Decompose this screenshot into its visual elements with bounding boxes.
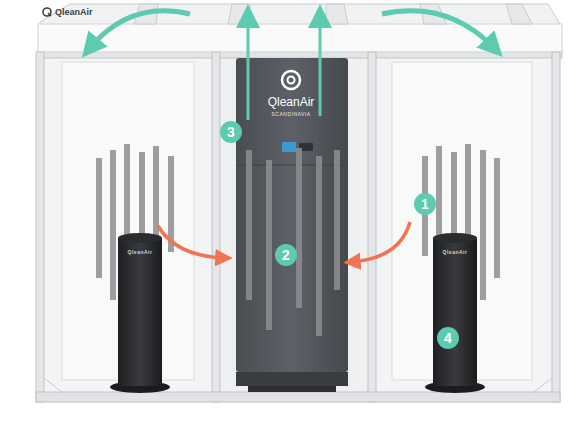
cabin-frame [36,392,560,402]
callout-number: 4 [437,327,459,349]
ashtray-pillars [110,233,485,393]
smoke-strips [334,150,340,290]
cabin-frame [42,56,214,394]
top-logo-icon [48,13,51,16]
unit-brand: QleanAir [268,95,315,109]
callout-text: 2 [282,247,290,263]
air-purifier-unit [248,386,336,392]
smoke-strips [266,160,272,330]
flow-arrows [158,226,224,258]
flow-arrows [90,11,190,48]
air-purifier-unit [282,71,300,89]
flow-arrows [90,11,494,262]
air-purifier-unit [288,77,295,84]
air-purifier-unit [236,165,348,166]
air-purifier-unit [236,58,348,392]
callout-text: 1 [421,196,429,212]
ashtray-pillars [433,238,477,386]
cabin-frame [36,52,44,402]
smoke-strips [246,150,252,300]
cabin-frame [534,378,552,392]
smoke-strips [110,150,116,300]
unit-subbrand: SCANDINAVIA [271,111,310,117]
cabin-frame [368,52,376,402]
cabin-frame [552,52,560,402]
ashtray-pillars [118,233,162,243]
smoke-strips [422,156,428,256]
brand-logo: QleanAir [55,7,93,17]
cabin-frame [134,4,532,24]
top-logo-icon [43,8,51,16]
cabin-frame [212,52,220,402]
cabin-frame [44,378,62,392]
cabin-frame [326,4,348,24]
cabin-frame [506,4,532,24]
cabin-frame [218,56,370,394]
flow-arrows [352,222,410,262]
smoke-strips [296,148,302,308]
air-purifier-unit [282,142,296,152]
callout-text: 3 [227,124,235,140]
flow-arrows [319,16,322,116]
callout-number: 2 [275,244,297,266]
smoke-strips [316,156,322,336]
smoke-strips [480,150,486,300]
smoke-strips [465,144,471,244]
ashtray-pillars [118,238,162,386]
smoke-strips [494,158,500,278]
cabin-frame [36,4,562,402]
pillar-brand: QleanAir [443,249,468,255]
pillar-brand: QleanAir [128,249,153,255]
cabin-frame [374,56,552,394]
flow-arrows [247,16,250,120]
air-purifier-unit [236,372,348,386]
top-logo-icon [43,8,51,16]
callout-number: 1 [414,193,436,215]
callout-number: 3 [220,121,242,143]
flow-arrows [382,11,494,48]
callout-text: 4 [444,330,452,346]
smoke-strips [124,144,130,244]
ashtray-pillars [433,233,477,243]
smoke-strips [96,158,102,278]
air-purifier-unit [236,58,348,372]
